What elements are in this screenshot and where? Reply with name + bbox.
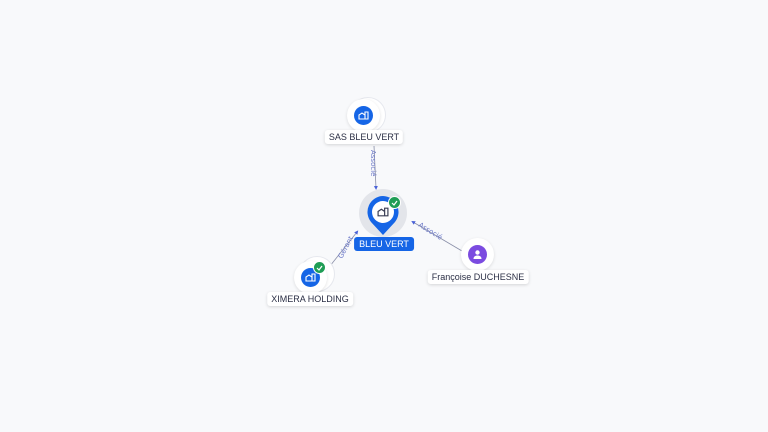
- node-label-main: BLEU VERT: [354, 237, 414, 251]
- edge-label-francoise: Associé: [417, 221, 444, 242]
- node-label: SAS BLEU VERT: [324, 130, 404, 144]
- edge-ximera-to-bleu-vert: Gérant: [329, 230, 359, 267]
- verified-check-icon: [313, 261, 326, 274]
- node-label: Françoise DUCHESNE: [427, 270, 529, 284]
- edge-label-ximera: Gérant: [337, 235, 355, 260]
- edge-francoise-to-bleu-vert: Associé: [411, 221, 463, 252]
- building-icon: [376, 205, 390, 219]
- person-icon: [468, 245, 487, 264]
- node-label: XIMERA HOLDING: [267, 292, 353, 306]
- edge-sas-to-bleu-vert: Associé: [369, 145, 378, 190]
- verified-check-icon: [388, 196, 401, 209]
- building-icon: [354, 106, 373, 125]
- edge-label-sas: Associé: [369, 150, 377, 176]
